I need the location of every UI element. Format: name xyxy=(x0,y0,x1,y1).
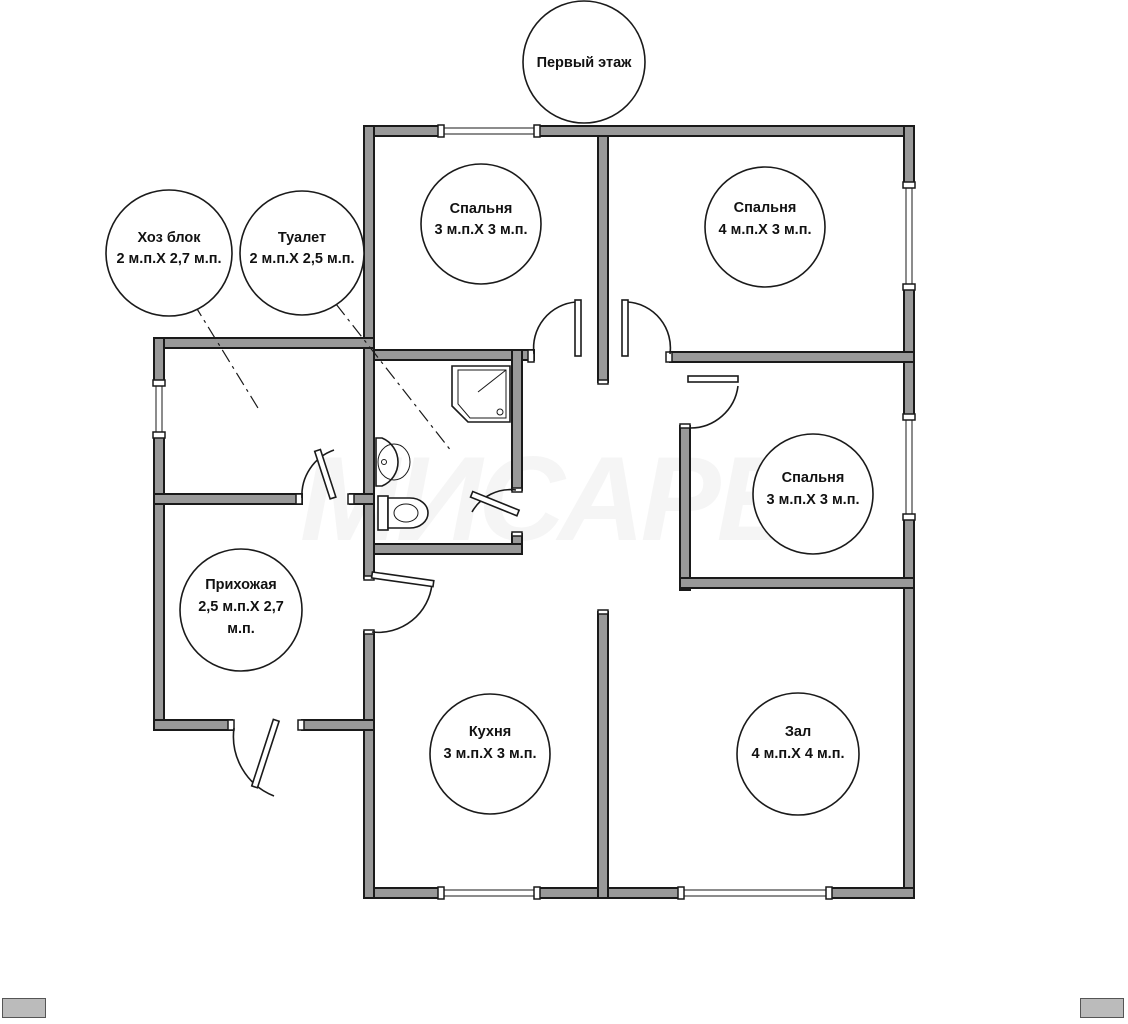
room-spalnya-2: Спальня 4 м.п.Х 3 м.п. xyxy=(704,166,826,288)
door-jambs xyxy=(227,349,691,731)
windows xyxy=(152,124,916,900)
room-name: Туалет xyxy=(278,230,326,246)
room-name: Кухня xyxy=(469,724,511,740)
corner-marker-right xyxy=(1080,998,1124,1018)
leader-lines xyxy=(193,303,453,453)
room-name: Спальня xyxy=(782,470,845,486)
doors xyxy=(232,299,739,797)
room-size: 4 м.п.Х 4 м.п. xyxy=(752,746,845,762)
shower-icon xyxy=(451,365,511,423)
room-size: 4 м.п.Х 3 м.п. xyxy=(719,222,812,238)
room-hoz-blok: Хоз блок 2 м.п.Х 2,7 м.п. xyxy=(105,189,233,317)
room-size: 3 м.п.Х 3 м.п. xyxy=(767,492,860,508)
corner-marker-left xyxy=(2,998,46,1018)
room-name: Спальня xyxy=(734,200,797,216)
room-prihozhaya: Прихожая 2,5 м.п.Х 2,7 м.п. xyxy=(179,548,303,672)
room-name: Хоз блок xyxy=(137,230,201,246)
room-name: Зал xyxy=(785,724,811,740)
floor-title-bubble: Первый этаж xyxy=(522,0,646,124)
room-size: 2,5 м.п.Х 2,7 xyxy=(198,599,284,615)
room-zal: Зал 4 м.п.Х 4 м.п. xyxy=(736,692,860,816)
floor-title: Первый этаж xyxy=(537,55,633,71)
room-tualet: Туалет 2 м.п.Х 2,5 м.п. xyxy=(239,190,365,316)
room-kuhnya: Кухня 3 м.п.Х 3 м.п. xyxy=(429,693,551,815)
room-spalnya-3: Спальня 3 м.п.Х 3 м.п. xyxy=(752,433,874,555)
room-size: 2 м.п.Х 2,7 м.п. xyxy=(116,251,221,267)
room-size-cont: м.п. xyxy=(227,621,255,637)
room-name: Прихожая xyxy=(205,577,277,593)
room-name: Спальня xyxy=(450,201,513,217)
toilet-icon xyxy=(377,495,389,531)
room-size: 3 м.п.Х 3 м.п. xyxy=(435,222,528,238)
room-size: 3 м.п.Х 3 м.п. xyxy=(444,746,537,762)
room-spalnya-1: Спальня 3 м.п.Х 3 м.п. xyxy=(420,163,542,285)
room-size: 2 м.п.Х 2,5 м.п. xyxy=(249,251,354,267)
bathroom-fixtures xyxy=(375,365,511,531)
